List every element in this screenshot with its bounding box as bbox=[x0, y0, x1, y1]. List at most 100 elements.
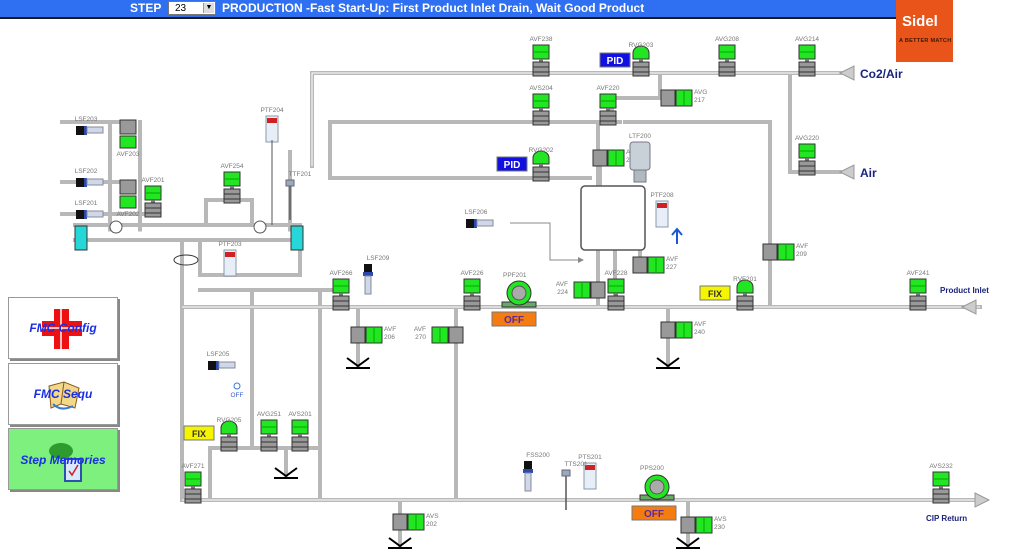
product-inlet-label: Product Inlet bbox=[940, 286, 989, 295]
valve-rvf201[interactable] bbox=[736, 279, 754, 311]
valve-rvg205[interactable] bbox=[220, 420, 238, 452]
valve-avg252[interactable] bbox=[592, 149, 625, 167]
valve-avs230[interactable] bbox=[680, 516, 713, 534]
tag-avf224: AVF bbox=[556, 281, 568, 288]
fmc-config-button[interactable]: FMC Config bbox=[8, 297, 118, 359]
sequence-book-icon bbox=[48, 381, 80, 410]
valve-avf271[interactable] bbox=[184, 471, 202, 504]
left-manifold-cap bbox=[74, 225, 88, 251]
pid-button-rvg203[interactable]: PID bbox=[599, 52, 631, 68]
step-memories-button[interactable]: Step Memories bbox=[8, 428, 118, 490]
instrument-ptf208[interactable] bbox=[655, 200, 669, 228]
valve-avf241[interactable] bbox=[909, 278, 927, 311]
instrument-ptf204[interactable] bbox=[265, 115, 279, 143]
tag-avf206: AVF bbox=[384, 326, 396, 333]
svg-text:PID: PID bbox=[607, 56, 624, 67]
ppf201-off-badge[interactable]: OFF bbox=[491, 311, 537, 327]
instrument-ttf201[interactable] bbox=[285, 179, 295, 220]
instrument-lsf209[interactable] bbox=[363, 264, 373, 295]
instrument-fss200[interactable] bbox=[523, 461, 533, 492]
tag-avf209: AVF bbox=[796, 243, 808, 250]
fmc-sequ-label: FMC Sequ bbox=[33, 387, 93, 401]
svg-text:FIX: FIX bbox=[192, 429, 206, 439]
drain-icon bbox=[274, 467, 298, 479]
fix-button-rvf201[interactable]: FIX bbox=[699, 285, 731, 301]
valve-avf203[interactable] bbox=[119, 119, 137, 149]
tag-avg217: 217 bbox=[694, 97, 705, 104]
drain-icon bbox=[388, 537, 412, 549]
tag-avf226: AVF226 bbox=[460, 270, 483, 277]
tag-avf270: 270 bbox=[415, 334, 426, 341]
valve-avf227[interactable] bbox=[632, 256, 665, 274]
red-cross-icon bbox=[42, 309, 82, 349]
fix-button-rvg205[interactable]: FIX bbox=[183, 425, 215, 441]
valve-avg214[interactable] bbox=[798, 44, 816, 77]
valve-avf254[interactable] bbox=[223, 171, 241, 204]
valve-avs204[interactable] bbox=[532, 93, 550, 126]
instruments: LSF203LSF202LSF201LSF206LSF205PTF204PTF2… bbox=[75, 107, 674, 510]
valve-avf220[interactable] bbox=[599, 93, 617, 126]
rotation-icon bbox=[173, 254, 199, 266]
pump-pps200[interactable] bbox=[639, 474, 675, 501]
air-inlet-arrow bbox=[838, 164, 855, 180]
tag-avf202: AVF202 bbox=[116, 211, 139, 218]
pid-button-rvg202[interactable]: PID bbox=[496, 156, 528, 172]
pump-ppf201[interactable] bbox=[501, 280, 537, 308]
drains bbox=[274, 357, 700, 549]
tag-avs202: 202 bbox=[426, 521, 437, 528]
valve-avf266[interactable] bbox=[332, 278, 350, 311]
valve-avs201[interactable] bbox=[291, 419, 309, 452]
instrument-lsf202[interactable] bbox=[76, 178, 104, 187]
valve-avf240[interactable] bbox=[660, 321, 693, 339]
instrument-ltf200[interactable] bbox=[629, 141, 651, 183]
valve-avf209[interactable] bbox=[762, 243, 795, 261]
lsf205-status: OFF bbox=[231, 392, 244, 399]
drain-icon bbox=[676, 537, 700, 549]
valve-avf202[interactable] bbox=[119, 179, 137, 209]
valve-avs202[interactable] bbox=[392, 513, 425, 531]
valve-avg217[interactable] bbox=[660, 89, 693, 107]
valve-avf228[interactable] bbox=[607, 278, 625, 311]
sidel-logo: Sidel A BETTER MATCH bbox=[896, 0, 953, 62]
drain-icon bbox=[346, 357, 370, 369]
valve-avg220[interactable] bbox=[798, 143, 816, 176]
valve-avf224[interactable] bbox=[573, 281, 606, 299]
valve-rvg202[interactable] bbox=[532, 150, 550, 182]
manifold-node-left bbox=[109, 220, 123, 234]
step-value: 23 bbox=[175, 3, 187, 14]
co2-air-inlet-arrow bbox=[838, 65, 855, 81]
instrument-lsf201[interactable] bbox=[76, 210, 104, 219]
tag-rvf201: RVF201 bbox=[733, 276, 757, 283]
instrument-lsf206[interactable] bbox=[466, 219, 494, 228]
tag-lsf201: LSF201 bbox=[75, 200, 98, 207]
tag-fss200: FSS200 bbox=[526, 452, 550, 459]
valve-rvg203[interactable] bbox=[632, 45, 650, 77]
tag-ptf203: PTF203 bbox=[218, 241, 242, 248]
pps200-off-badge[interactable]: OFF bbox=[631, 505, 677, 521]
instrument-pts201[interactable] bbox=[583, 462, 597, 490]
valve-avf226[interactable] bbox=[463, 278, 481, 311]
step-select[interactable]: 23 ▼ bbox=[168, 1, 216, 15]
valve-avs232[interactable] bbox=[932, 471, 950, 504]
tag-avf227: AVF bbox=[666, 256, 678, 263]
instrument-lsf203[interactable] bbox=[76, 126, 104, 135]
valve-avf270[interactable] bbox=[431, 326, 464, 344]
step-title: PRODUCTION -Fast Start-Up: First Product… bbox=[222, 1, 645, 15]
fmc-sequ-button[interactable]: FMC Sequ bbox=[8, 363, 118, 425]
instrument-ptf203[interactable] bbox=[223, 249, 237, 277]
instrument-lsf205[interactable] bbox=[208, 361, 236, 370]
valve-avf238[interactable] bbox=[532, 44, 550, 77]
valve-avg251[interactable] bbox=[260, 419, 278, 452]
tag-avf241: AVF241 bbox=[906, 270, 929, 277]
tag-avf224: 224 bbox=[557, 289, 568, 296]
instrument-tts201[interactable] bbox=[561, 469, 571, 510]
tag-rvg202: RVG202 bbox=[529, 147, 554, 154]
chevron-down-icon[interactable]: ▼ bbox=[203, 3, 214, 13]
valve-avf201[interactable] bbox=[144, 185, 162, 218]
tag-avf240: 240 bbox=[694, 329, 705, 336]
tag-tts201: TTS201 bbox=[564, 461, 588, 468]
valve-avg208[interactable] bbox=[718, 44, 736, 77]
valve-avf206[interactable] bbox=[350, 326, 383, 344]
